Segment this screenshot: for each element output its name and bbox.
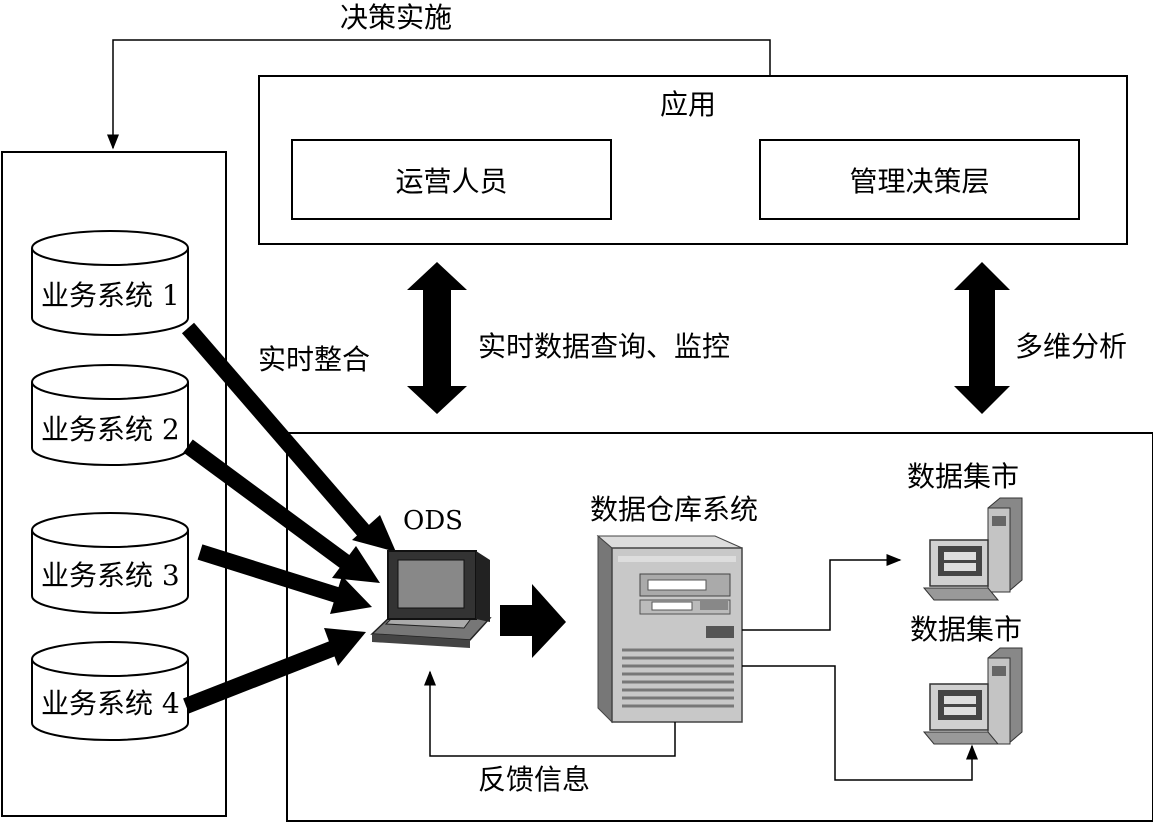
database-cylinder-1: [31, 230, 189, 336]
integration-arrow-3: [197, 544, 372, 614]
datamart-label-2: 数据集市: [910, 613, 1023, 646]
operators-box: 运营人员: [291, 139, 612, 220]
management-label: 管理决策层: [849, 164, 990, 198]
operators-label: 运营人员: [395, 164, 508, 198]
analysis-double-arrow: [954, 262, 1010, 414]
realtime-query-label: 实时数据查询、监控: [478, 330, 731, 363]
integration-arrow-2: [183, 439, 380, 583]
warehouse-to-datamart-1-line: [742, 554, 902, 631]
feedback-label: 反馈信息: [478, 763, 591, 796]
database-cylinder-2: [31, 364, 189, 466]
integration-arrow-1: [181, 322, 396, 552]
datamart-computer-icon-2: [922, 647, 1023, 745]
warehouse-to-datamart-2-line: [742, 665, 978, 781]
system-label-2: 业务系统 2: [41, 413, 180, 446]
realtime-integration-label: 实时整合: [258, 343, 371, 376]
management-box: 管理决策层: [759, 139, 1080, 220]
warehouse-label: 数据仓库系统: [590, 493, 759, 526]
ods-to-warehouse-arrow: [500, 584, 566, 658]
system-label-3: 业务系统 3: [41, 559, 180, 592]
integration-arrow-4: [183, 628, 366, 714]
query-double-arrow: [407, 262, 467, 414]
warehouse-server-icon: [596, 534, 743, 724]
decision-implementation-label: 决策实施: [340, 1, 453, 34]
database-cylinder-4: [31, 641, 189, 741]
system-label-4: 业务系统 4: [41, 687, 180, 720]
decision-feedback-line: [107, 39, 771, 150]
multidim-analysis-label: 多维分析: [1015, 330, 1128, 363]
datamart-computer-icon-1: [922, 497, 1023, 601]
system-label-1: 业务系统 1: [41, 279, 180, 312]
database-cylinder-3: [31, 512, 189, 614]
feedback-line: [424, 670, 676, 757]
ods-label: ODS: [403, 506, 463, 536]
ods-computer-icon: [370, 550, 492, 648]
application-title: 应用: [660, 88, 717, 121]
datamart-label-1: 数据集市: [907, 460, 1020, 493]
